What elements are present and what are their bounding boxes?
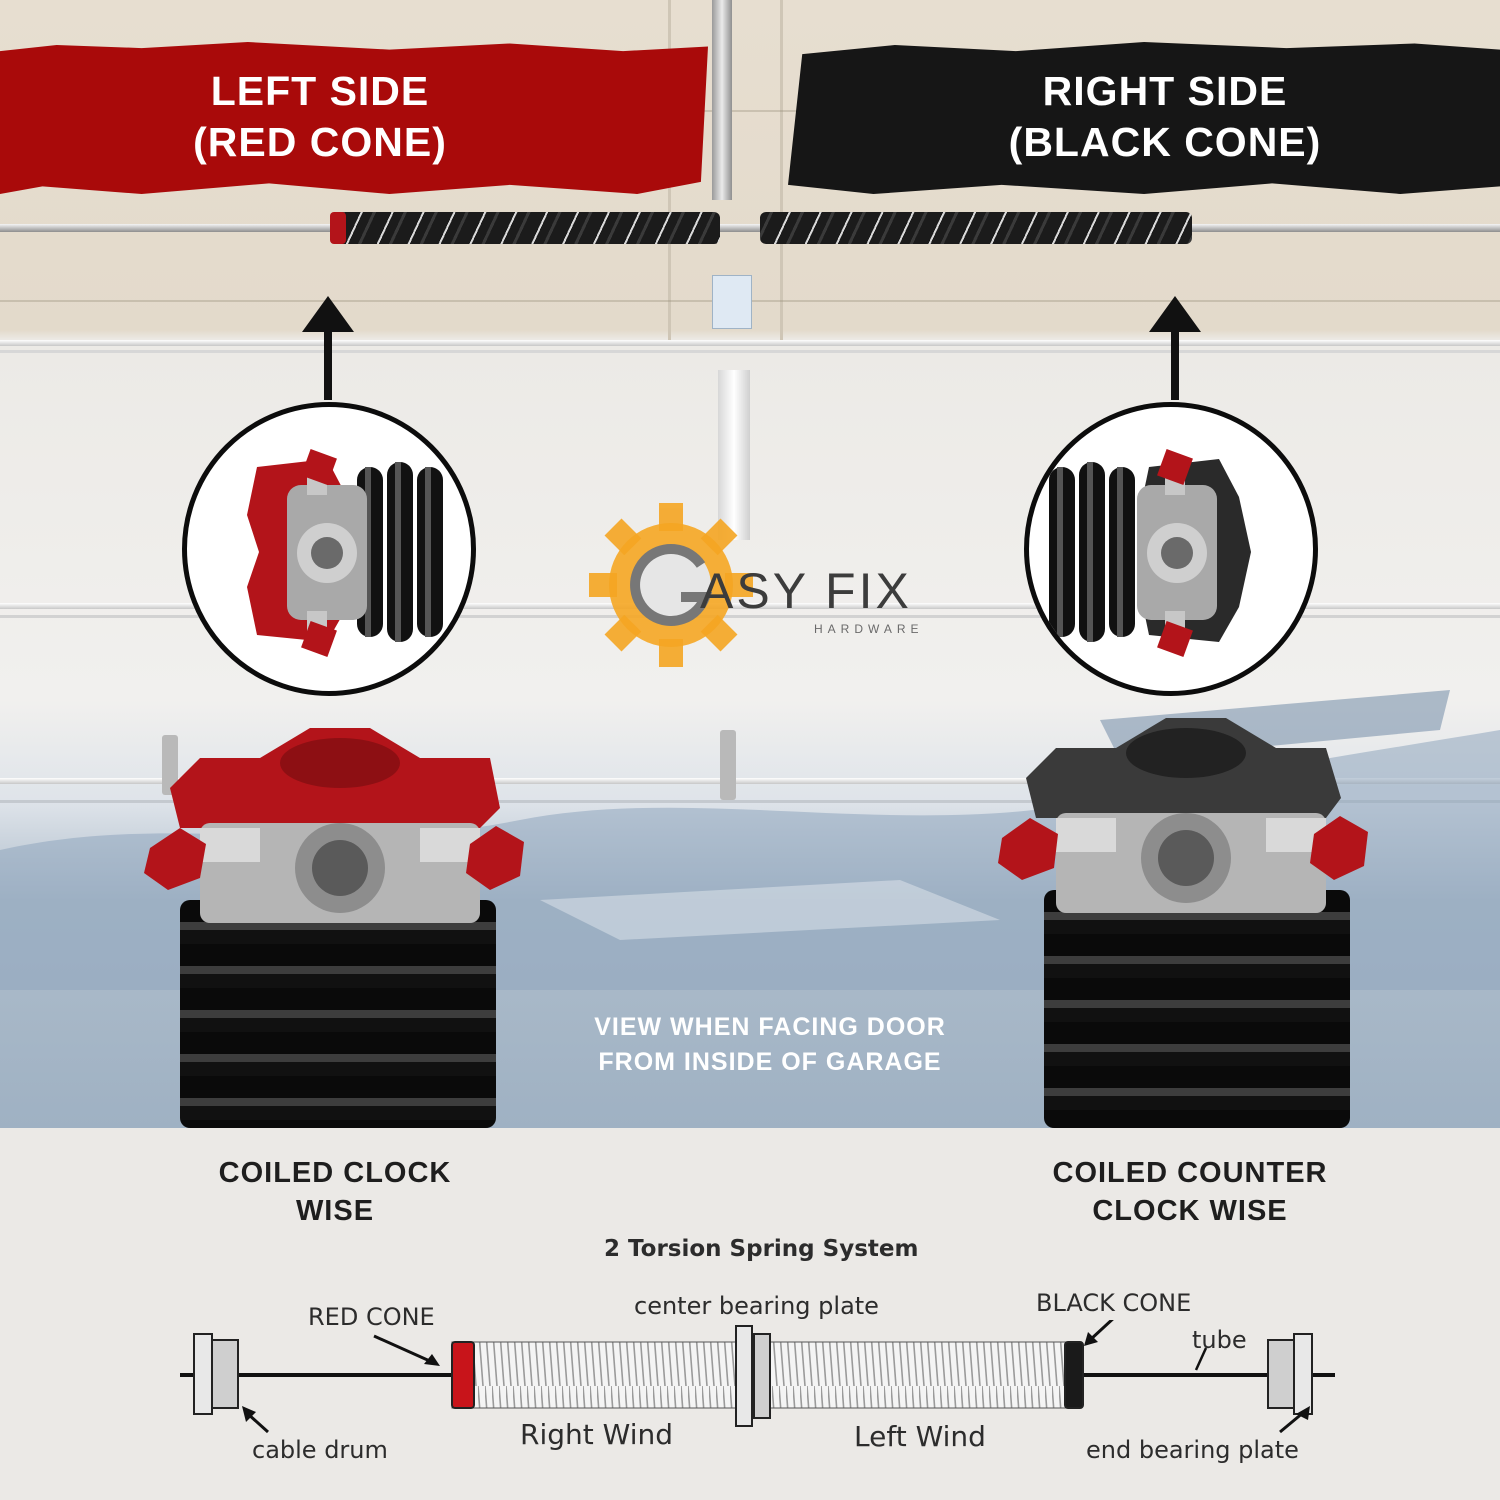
left-side-line2: (RED CONE): [193, 119, 447, 165]
right-side-line2: (BLACK CONE): [1008, 119, 1322, 165]
label-tube: tube: [1192, 1326, 1247, 1354]
pointer-cable-drum: [246, 1412, 270, 1434]
red-cone-closeup: [182, 402, 476, 696]
arrow-shaft: [1171, 330, 1179, 400]
door-panel-edge: [0, 340, 1500, 346]
up-arrow-icon: [1149, 296, 1201, 332]
arrow-shaft: [324, 330, 332, 400]
right-end-bearing-plate: [1293, 1333, 1313, 1415]
right-cable-drum: [1267, 1339, 1295, 1409]
right-side-title: RIGHT SIDE (BLACK CONE): [990, 66, 1340, 168]
left-side-banner: [0, 42, 708, 194]
opener-tag: [712, 275, 752, 329]
coil-left-line1: COILED CLOCK: [218, 1157, 452, 1189]
torsion-system-diagram: [180, 1320, 1335, 1434]
door-panel-edge: [0, 350, 1500, 353]
door-panel-edge: [0, 778, 1500, 784]
left-spring-coils: [180, 900, 496, 1128]
arrowhead-icon: [424, 1354, 440, 1366]
red-winding-cone: [144, 728, 524, 923]
diagram-title: 2 Torsion Spring System: [604, 1236, 919, 1262]
left-side-line1: LEFT SIDE: [210, 68, 430, 114]
door-panel-edge: [0, 603, 1500, 609]
label-end-bearing-plate: end bearing plate: [1086, 1436, 1299, 1464]
label-red-cone: RED CONE: [308, 1303, 435, 1331]
coil-right-line2: CLOCK WISE: [1092, 1195, 1288, 1227]
label-right-wind: Right Wind: [520, 1418, 674, 1451]
diagram-red-cone: [451, 1341, 475, 1409]
left-side-title: LEFT SIDE (RED CONE): [150, 66, 490, 168]
right-side-banner: [788, 42, 1500, 194]
left-wind-spring: [769, 1341, 1069, 1409]
gear-logo-icon: [589, 503, 753, 667]
center-bearing-plate: [735, 1325, 753, 1427]
coil-left-line2: WISE: [295, 1195, 375, 1227]
view-note: VIEW WHEN FACING DOOR FROM INSIDE OF GAR…: [520, 1010, 1020, 1080]
coil-right-line1: COILED COUNTER: [1052, 1157, 1328, 1189]
right-spring-coils: [1044, 890, 1350, 1128]
door-hinge: [720, 730, 736, 800]
coiled-clockwise-label: COILED CLOCK WISE: [200, 1154, 470, 1230]
arrowhead-icon: [242, 1406, 256, 1422]
arrowhead-icon: [1084, 1332, 1098, 1346]
right-wind-spring: [451, 1341, 741, 1409]
coiled-counterclockwise-label: COILED COUNTER CLOCK WISE: [1040, 1154, 1340, 1230]
logo-subtitle: HARDWARE: [814, 622, 924, 636]
door-panel-edge: [0, 615, 1500, 618]
black-winding-cone: [998, 718, 1368, 913]
label-cable-drum: cable drum: [252, 1436, 388, 1464]
view-note-line2: FROM INSIDE OF GARAGE: [598, 1048, 942, 1076]
top-left-spring: [332, 212, 720, 244]
center-bearing-flange: [753, 1333, 771, 1419]
logo-wordmark: ASY FIX: [700, 563, 912, 619]
label-center-bearing-plate: center bearing plate: [634, 1292, 879, 1320]
top-right-spring: [760, 212, 1192, 244]
diagram-black-cone: [1064, 1341, 1084, 1409]
door-hinge: [162, 735, 178, 795]
wall-stripe: [0, 110, 1500, 112]
diagram-section: [0, 1128, 1500, 1500]
top-red-cone: [330, 212, 346, 244]
pointer-tube: [1194, 1347, 1208, 1371]
black-cone-closeup: [1024, 402, 1318, 696]
opener-rail: [712, 0, 732, 200]
right-side-line1: RIGHT SIDE: [1042, 68, 1288, 114]
left-end-bearing-plate: [193, 1333, 213, 1415]
label-black-cone: BLACK CONE: [1036, 1289, 1192, 1317]
arrowhead-icon: [1296, 1406, 1310, 1420]
pointer-red-cone: [373, 1334, 433, 1364]
left-cable-drum: [211, 1339, 239, 1409]
wall-seam: [780, 0, 783, 340]
pointer-black-cone: [1088, 1320, 1114, 1342]
label-left-wind: Left Wind: [854, 1420, 986, 1453]
torsion-tube: [0, 224, 1500, 232]
view-note-line1: VIEW WHEN FACING DOOR: [594, 1013, 946, 1041]
opener-arm: [718, 370, 750, 540]
up-arrow-icon: [302, 296, 354, 332]
door-panel-edge: [0, 800, 1500, 803]
